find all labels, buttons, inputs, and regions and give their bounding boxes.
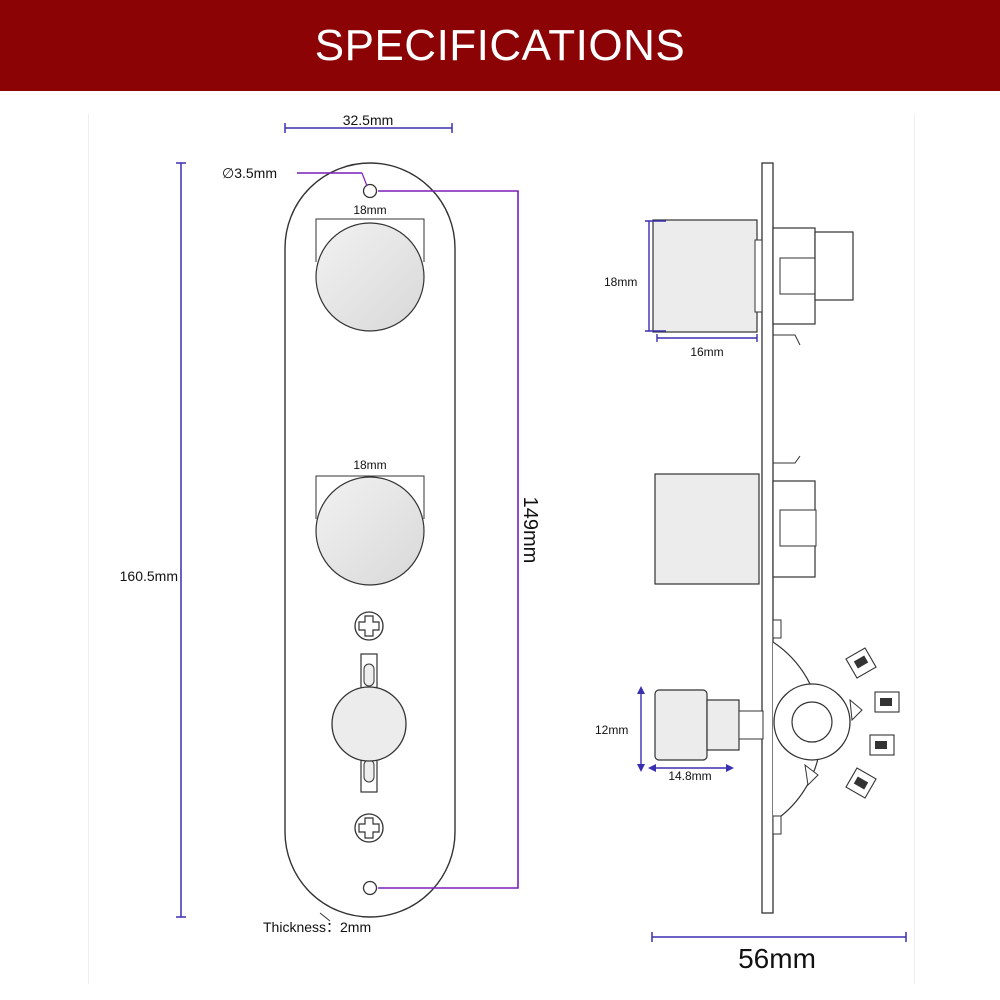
switch-height-label: 12mm bbox=[595, 723, 628, 737]
pot-knob-1 bbox=[315, 218, 425, 332]
side-view: 18mm 16mm bbox=[595, 162, 907, 974]
selector-switch bbox=[331, 653, 407, 793]
total-depth-label: 56mm bbox=[738, 943, 816, 974]
screw-icon bbox=[354, 813, 384, 843]
pot-knob-2 bbox=[315, 475, 425, 586]
page-title: SPECIFICATIONS bbox=[314, 20, 686, 70]
switch-depth-dimension bbox=[648, 764, 734, 772]
thickness-label: Thickness：2mm bbox=[263, 919, 371, 935]
pot-side-2 bbox=[654, 455, 817, 585]
height-label: 160.5mm bbox=[120, 568, 178, 584]
height-dimension bbox=[176, 162, 186, 918]
total-depth-dimension bbox=[651, 932, 907, 942]
bottom-mounting-hole bbox=[362, 880, 378, 896]
pot-height-dimension bbox=[645, 220, 666, 332]
pot1-width-label: 18mm bbox=[353, 203, 386, 217]
top-mounting-hole bbox=[362, 183, 378, 199]
hole-spacing-dimension bbox=[378, 190, 519, 889]
switch-depth-label: 14.8mm bbox=[668, 769, 711, 783]
pot-depth-dimension bbox=[656, 334, 758, 342]
screw-icon bbox=[354, 611, 384, 641]
switch-height-dimension bbox=[637, 686, 645, 772]
pot2-width-label: 18mm bbox=[353, 458, 386, 472]
width-label: 32.5mm bbox=[343, 112, 394, 128]
hole-diameter-label: ∅3.5mm bbox=[222, 165, 277, 181]
header-banner: SPECIFICATIONS bbox=[0, 0, 1000, 91]
hole-spacing-label: 149mm bbox=[519, 497, 541, 564]
plate-edge bbox=[761, 162, 774, 914]
front-view: 18mm 18mm 32.5mm bbox=[120, 112, 541, 935]
width-dimension bbox=[284, 123, 453, 133]
frame-line-left bbox=[88, 114, 89, 984]
pot-height-label: 18mm bbox=[604, 275, 637, 289]
frame-line-right bbox=[914, 114, 915, 984]
pot-side-1 bbox=[652, 219, 854, 346]
pot-depth-label: 16mm bbox=[690, 345, 723, 359]
switch-side bbox=[654, 619, 900, 835]
